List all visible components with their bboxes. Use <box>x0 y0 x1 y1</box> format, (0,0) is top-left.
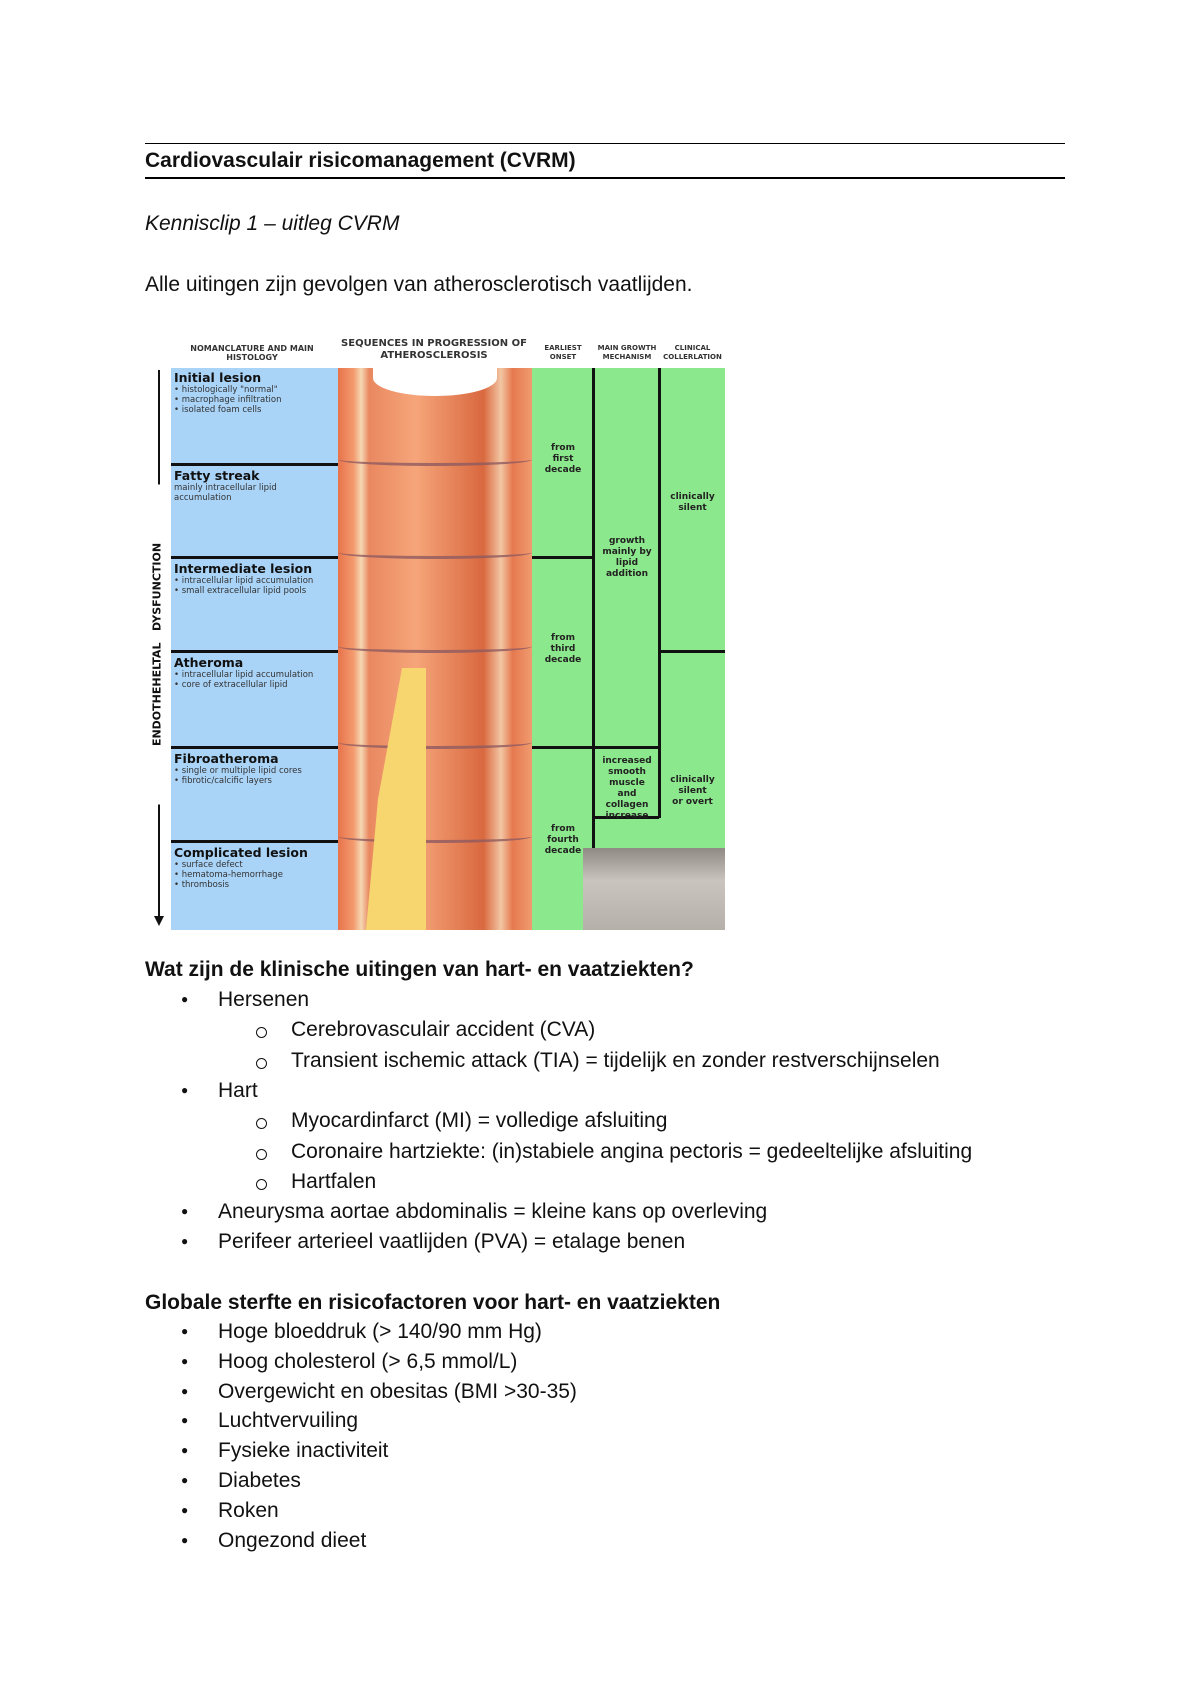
header-nomenclature: NOMANCLATURE AND MAIN HISTOLOGY <box>190 344 314 362</box>
bullet-icon: ● <box>181 1324 189 1338</box>
list-item: Perifeer arterieel vaatlijden (PVA) = et… <box>218 1230 686 1254</box>
lesion-atheroma: Atheroma• intracellular lipid accumulati… <box>171 650 339 748</box>
bullet-icon: ● <box>181 1532 189 1547</box>
header-onset: EARLIEST ONSET <box>544 344 582 361</box>
artery-lumen <box>373 360 497 396</box>
list-item: Hoge bloeddruk (> 140/90 mm Hg) <box>218 1320 542 1343</box>
lesion-initial: Initial lesion• histologically "normal" … <box>174 370 282 415</box>
circle-bullet-icon <box>256 1178 267 1190</box>
list-item: Overgewicht en obesitas (BMI >30-35) <box>218 1379 577 1403</box>
clinical-silent: clinically silent <box>670 492 715 513</box>
list-item: Hoog cholesterol (> 6,5 mmol/L) <box>218 1349 518 1373</box>
circle-bullet-icon <box>256 1057 267 1069</box>
circle-bullet-icon <box>256 1148 267 1160</box>
bullet-icon: ● <box>181 1502 189 1517</box>
growth-lipid: growth mainly by lipid addition <box>602 536 652 579</box>
page-title: Cardiovasculair risicomanagement (CVRM) <box>145 149 576 172</box>
atherosclerosis-figure: NOMANCLATURE AND MAIN HISTOLOGY SEQUENCE… <box>147 338 725 930</box>
title-underline <box>145 177 1065 179</box>
bullet-icon: ● <box>181 1473 189 1487</box>
intro-text: Alle uitingen zijn gevolgen van atherosc… <box>145 273 693 296</box>
clinical-column <box>660 368 725 930</box>
bullet-icon: ● <box>181 1082 189 1097</box>
circle-bullet-icon <box>256 1027 267 1039</box>
bullet-icon: ● <box>181 1443 189 1458</box>
webcam-overlay <box>583 848 725 930</box>
onset-first: from first decade <box>544 443 582 475</box>
q2-title: Globale sterfte en risicofactoren voor h… <box>145 1291 721 1314</box>
nomenclature-column <box>171 368 339 930</box>
sub-list-item: Myocardinfarct (MI) = volledige afsluiti… <box>291 1109 668 1133</box>
bullet-icon: ● <box>181 992 189 1006</box>
onset-fourth: from fourth decade <box>544 824 582 856</box>
list-item: Luchtvervuiling <box>218 1409 359 1433</box>
artery-illustration <box>338 360 532 930</box>
plaque <box>366 668 426 930</box>
list-item: Ongezond dieet <box>218 1528 367 1552</box>
lesion-complicated: Complicated lesion• surface defect • hem… <box>171 840 339 930</box>
list-item: Diabetes <box>218 1469 301 1492</box>
header-growth: MAIN GROWTH MECHANISM <box>597 344 657 361</box>
sub-list-item: Cerebrovasculair accident (CVA) <box>291 1018 596 1042</box>
sub-list-item: Hartfalen <box>291 1169 377 1193</box>
bullet-icon: ● <box>181 1234 189 1249</box>
lesion-intermediate: Intermediate lesion• intracellular lipid… <box>171 556 339 652</box>
list-item: Hersenen <box>218 988 310 1011</box>
header-clinical: CLINICAL COLLERLATION <box>663 344 722 361</box>
bullet-icon: ● <box>181 1353 189 1368</box>
list-item: Roken <box>218 1498 279 1522</box>
bullet-icon: ● <box>181 1383 189 1398</box>
bullet-icon: ● <box>181 1413 189 1428</box>
sub-list-item: Transient ischemic attack (TIA) = tijdel… <box>291 1048 940 1072</box>
q1-title: Wat zijn de klinische uitingen van hart-… <box>145 958 694 981</box>
side-label: ENDOTHEHELTAL DYSFUNCTION <box>150 484 164 805</box>
list-item: Fysieke inactiviteit <box>218 1439 389 1463</box>
lesion-fibroatheroma: Fibroatheroma• single or multiple lipid … <box>171 746 339 842</box>
list-item: Hart <box>218 1078 258 1102</box>
bullet-icon: ● <box>181 1204 189 1219</box>
header-sequences: SEQUENCES IN PROGRESSION OF ATHEROSCLERO… <box>341 338 527 361</box>
growth-muscle: increased smooth muscle and collagen inc… <box>602 756 652 821</box>
circle-bullet-icon <box>256 1118 267 1130</box>
sub-list-item: Coronaire hartziekte: (in)stabiele angin… <box>291 1139 973 1163</box>
clinical-silent-overt: clinically silent or overt <box>670 775 715 807</box>
onset-column <box>532 368 594 930</box>
growth-column <box>594 368 660 930</box>
list-item: Aneurysma aortae abdominalis = kleine ka… <box>218 1200 768 1224</box>
onset-third: from third decade <box>544 633 582 665</box>
top-rule <box>145 143 1065 144</box>
arrow-head-icon <box>154 916 164 926</box>
subheading: Kennisclip 1 – uitleg CVRM <box>145 212 400 235</box>
